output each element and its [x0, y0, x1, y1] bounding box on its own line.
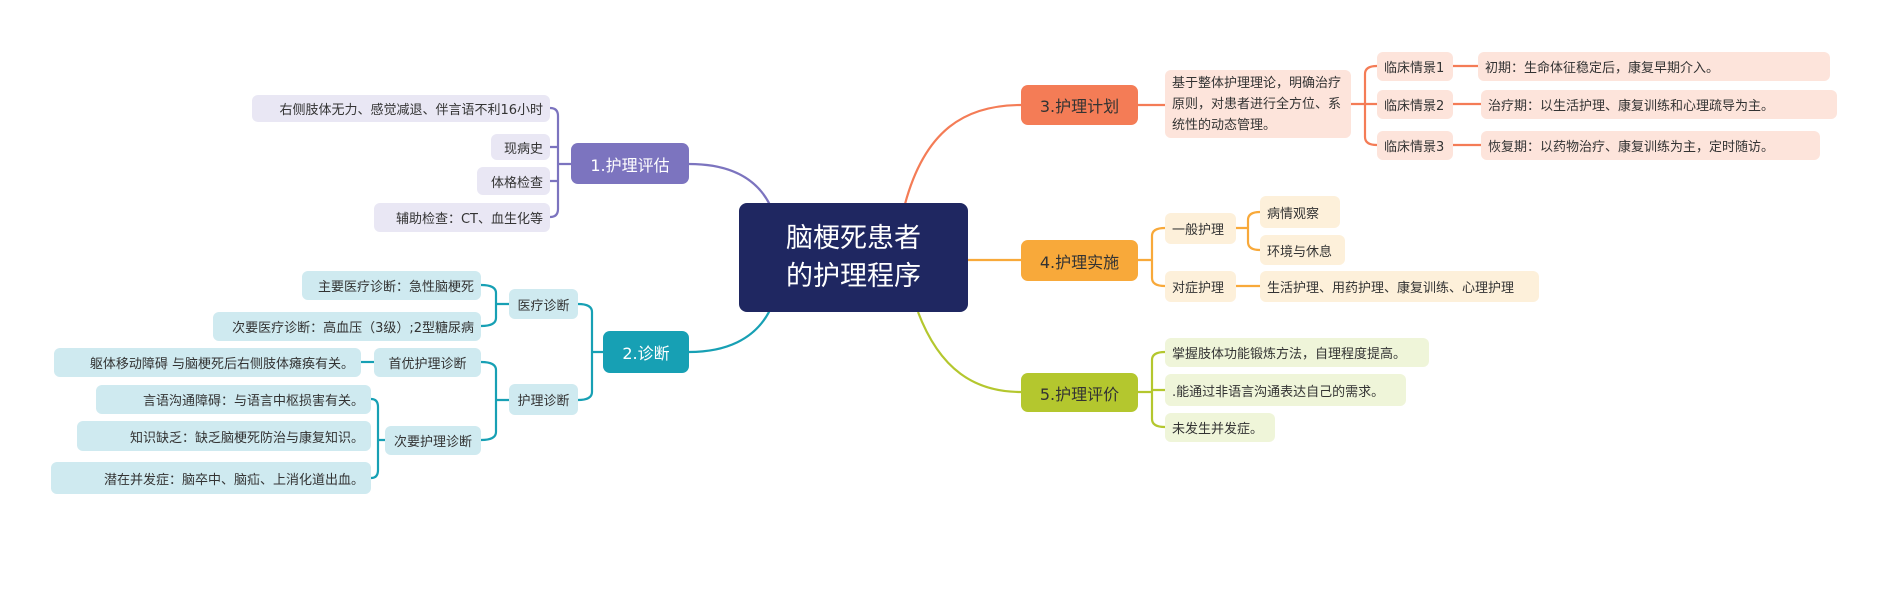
branch-plan[interactable]: 3.护理计划	[1021, 85, 1138, 125]
central-topic-line2: 的护理程序	[786, 260, 921, 292]
secondary-nursing-item[interactable]: 知识缺乏：缺乏脑梗死防治与康复知识。	[77, 421, 371, 451]
nursing-diagnosis[interactable]: 护理诊断	[509, 384, 578, 415]
symptomatic-care-item[interactable]: 生活护理、用药护理、康复训练、心理护理	[1260, 271, 1539, 302]
branch-evaluation[interactable]: 5.护理评价	[1021, 373, 1138, 412]
scenario-text[interactable]: 恢复期：以药物治疗、康复训练为主，定时随访。	[1481, 131, 1820, 160]
secondary-nursing-diagnosis[interactable]: 次要护理诊断	[385, 426, 481, 455]
branch-implementation[interactable]: 4.护理实施	[1021, 240, 1138, 281]
branch-assessment[interactable]: 1.护理评估	[571, 143, 689, 184]
primary-nursing-diagnosis-item[interactable]: 躯体移动障碍 与脑梗死后右侧肢体瘫痪有关。	[54, 348, 361, 377]
branch-diagnosis[interactable]: 2.诊断	[603, 331, 689, 373]
central-topic-line1: 脑梗死患者	[786, 222, 921, 254]
scenario-label[interactable]: 临床情景3	[1377, 131, 1453, 160]
general-care[interactable]: 一般护理	[1165, 213, 1236, 244]
medical-diagnosis-item[interactable]: 主要医疗诊断：急性脑梗死	[302, 271, 481, 300]
scenario-text[interactable]: 初期：生命体征稳定后，康复早期介入。	[1478, 52, 1830, 81]
symptomatic-care[interactable]: 对症护理	[1165, 271, 1236, 302]
scenario-label[interactable]: 临床情景1	[1377, 52, 1453, 81]
primary-nursing-diagnosis[interactable]: 首优护理诊断	[374, 348, 481, 377]
secondary-nursing-item[interactable]: 潜在并发症：脑卒中、脑疝、上消化道出血。	[51, 462, 371, 494]
plan-principle[interactable]: 基于整体护理理论，明确治疗原则，对患者进行全方位、系统性的动态管理。	[1165, 70, 1351, 138]
secondary-nursing-item[interactable]: 言语沟通障碍：与语言中枢损害有关。	[96, 385, 371, 414]
assessment-item[interactable]: 右侧肢体无力、感觉减退、伴言语不利16小时	[252, 95, 550, 122]
scenario-text[interactable]: 治疗期：以生活护理、康复训练和心理疏导为主。	[1481, 90, 1837, 119]
assessment-item[interactable]: 辅助检查：CT、血生化等	[374, 203, 550, 232]
assessment-item[interactable]: 体格检查	[477, 167, 550, 195]
central-topic[interactable]: 脑梗死患者 的护理程序	[739, 203, 968, 312]
general-care-item[interactable]: 病情观察	[1260, 196, 1340, 228]
medical-diagnosis-item[interactable]: 次要医疗诊断：高血压（3级）;2型糖尿病	[213, 312, 481, 341]
evaluation-item[interactable]: 掌握肢体功能锻炼方法，自理程度提高。	[1165, 338, 1429, 367]
assessment-item[interactable]: 现病史	[491, 134, 550, 160]
general-care-item[interactable]: 环境与休息	[1260, 235, 1345, 265]
evaluation-item[interactable]: .能通过非语言沟通表达自己的需求。	[1165, 374, 1406, 406]
evaluation-item[interactable]: 未发生并发症。	[1165, 413, 1275, 442]
scenario-label[interactable]: 临床情景2	[1377, 90, 1453, 119]
medical-diagnosis[interactable]: 医疗诊断	[509, 289, 578, 319]
